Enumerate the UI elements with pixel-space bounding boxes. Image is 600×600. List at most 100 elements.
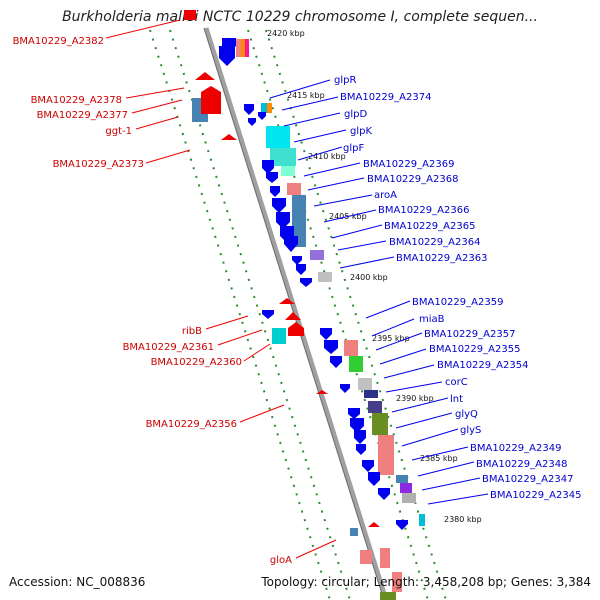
gene-label-forward: glyQ [455,409,478,420]
kbp-tick-label: 2420 kbp [267,29,305,38]
leader-line [421,477,481,491]
reverse-gene-arrow [195,72,215,80]
gene-label-forward: lnt [450,394,463,405]
forward-gene-arrow [348,408,360,419]
feature-block [266,126,290,148]
leader-line [217,329,263,346]
gene-label-forward: glyS [460,425,481,436]
feature-block [380,548,390,568]
forward-gene-arrow [340,384,350,393]
forward-gene-arrow [284,236,298,252]
leader-line [379,348,427,365]
forward-gene-arrow [324,340,338,354]
feature-block [392,572,402,592]
forward-gene-arrow [320,328,332,340]
track-line-outer-left [149,29,331,600]
kbp-tick-label: 2400 kbp [350,273,388,282]
leader-line [145,149,191,164]
leader-line [427,493,489,505]
leader-line [297,146,343,161]
leader-line [395,412,453,429]
feature-block [396,475,408,483]
forward-gene-arrow [219,46,235,66]
gene-label-reverse: BMA10229_A2361 [123,342,214,353]
leader-line [239,404,285,423]
gene-label-forward: glpD [344,109,367,120]
gene-label-forward: BMA10229_A2347 [482,474,573,485]
gene-label-forward: aroA [374,190,397,201]
leader-line [125,87,185,99]
forward-gene-arrow [292,256,302,265]
reverse-leader-lines [105,19,337,559]
leader-line [337,240,387,251]
chromosome-backbone [203,27,389,600]
feature-block [368,401,382,413]
forward-labels: glpR BMA10229_A2374 glpD glpK glpF BMA10… [334,75,581,501]
gene-label-forward: BMA10229_A2374 [340,92,431,103]
leader-line [385,381,443,393]
gene-label-forward: glpR [334,75,356,86]
reverse-gene-arrow [184,10,196,20]
gene-label-forward: glpK [350,126,372,137]
gene-label-forward: BMA10229_A2357 [424,329,515,340]
gene-label-reverse: BMA10229_A2373 [53,159,144,170]
forward-gene-arrow [396,520,408,530]
forward-gene-arrow [330,356,342,368]
leader-line [307,177,365,191]
feature-block [287,183,301,195]
leader-line [401,428,459,447]
feature-block [241,39,245,57]
gene-label-forward: BMA10229_A2348 [476,459,567,470]
feature-block [349,356,363,372]
gene-label-reverse: BMA10229_A2356 [146,419,237,430]
feature-block [380,592,396,600]
feature-block [419,514,425,526]
gene-label-forward: BMA10229_A2364 [389,237,480,248]
reverse-gene-arrow [316,390,328,394]
reverse-gene-arrow [368,522,380,527]
track-line-inner-left [169,29,351,600]
reverse-gene-arrow [221,134,237,140]
kbp-tick-label: 2390 kbp [396,394,434,403]
forward-gene-arrow [300,278,312,287]
forward-gene-arrow [266,172,278,183]
reverse-gene-arrow [285,312,301,320]
leader-line [323,209,377,223]
forward-gene-arrow [276,212,290,229]
gene-label-reverse: BMA10229_A2360 [151,357,242,368]
gene-label-forward: corC [445,377,468,388]
leader-line [303,162,361,177]
forward-gene-arrow [362,460,374,472]
leader-line [205,315,249,330]
leader-line [269,79,331,99]
gene-label-forward: BMA10229_A2368 [367,174,458,185]
feature-block [402,493,416,503]
feature-block [350,528,358,536]
feature-block [245,39,249,57]
leader-line [295,539,337,559]
forward-gene-arrow [262,310,274,319]
gene-label-reverse: BMA10229_A2378 [31,95,122,106]
forward-gene-arrow [262,160,274,174]
kbp-ticks: 2420 kbp 2415 kbp 2410 kbp 2405 kbp 2400… [267,29,482,524]
leader-line [313,194,373,207]
reverse-genes [184,10,380,527]
gene-label-reverse: BMA10229_A2382 [13,36,104,47]
forward-gene-arrow [354,430,366,444]
feature-block [267,103,272,113]
forward-gene-arrow [270,186,280,197]
gene-label-forward: BMA10229_A2355 [429,344,520,355]
feature-block [281,166,295,176]
gene-label-forward: BMA10229_A2363 [396,253,487,264]
feature-block [360,550,372,564]
track-dots [149,29,447,600]
track-line-inner-right [247,29,429,600]
feature-blocks [192,39,425,600]
leader-line [365,300,411,319]
forward-gene-arrow [378,488,390,500]
forward-gene-arrow [296,264,306,275]
forward-gene-arrow [350,418,364,433]
gene-label-reverse: ribB [182,326,202,337]
forward-gene-arrow [258,112,266,120]
